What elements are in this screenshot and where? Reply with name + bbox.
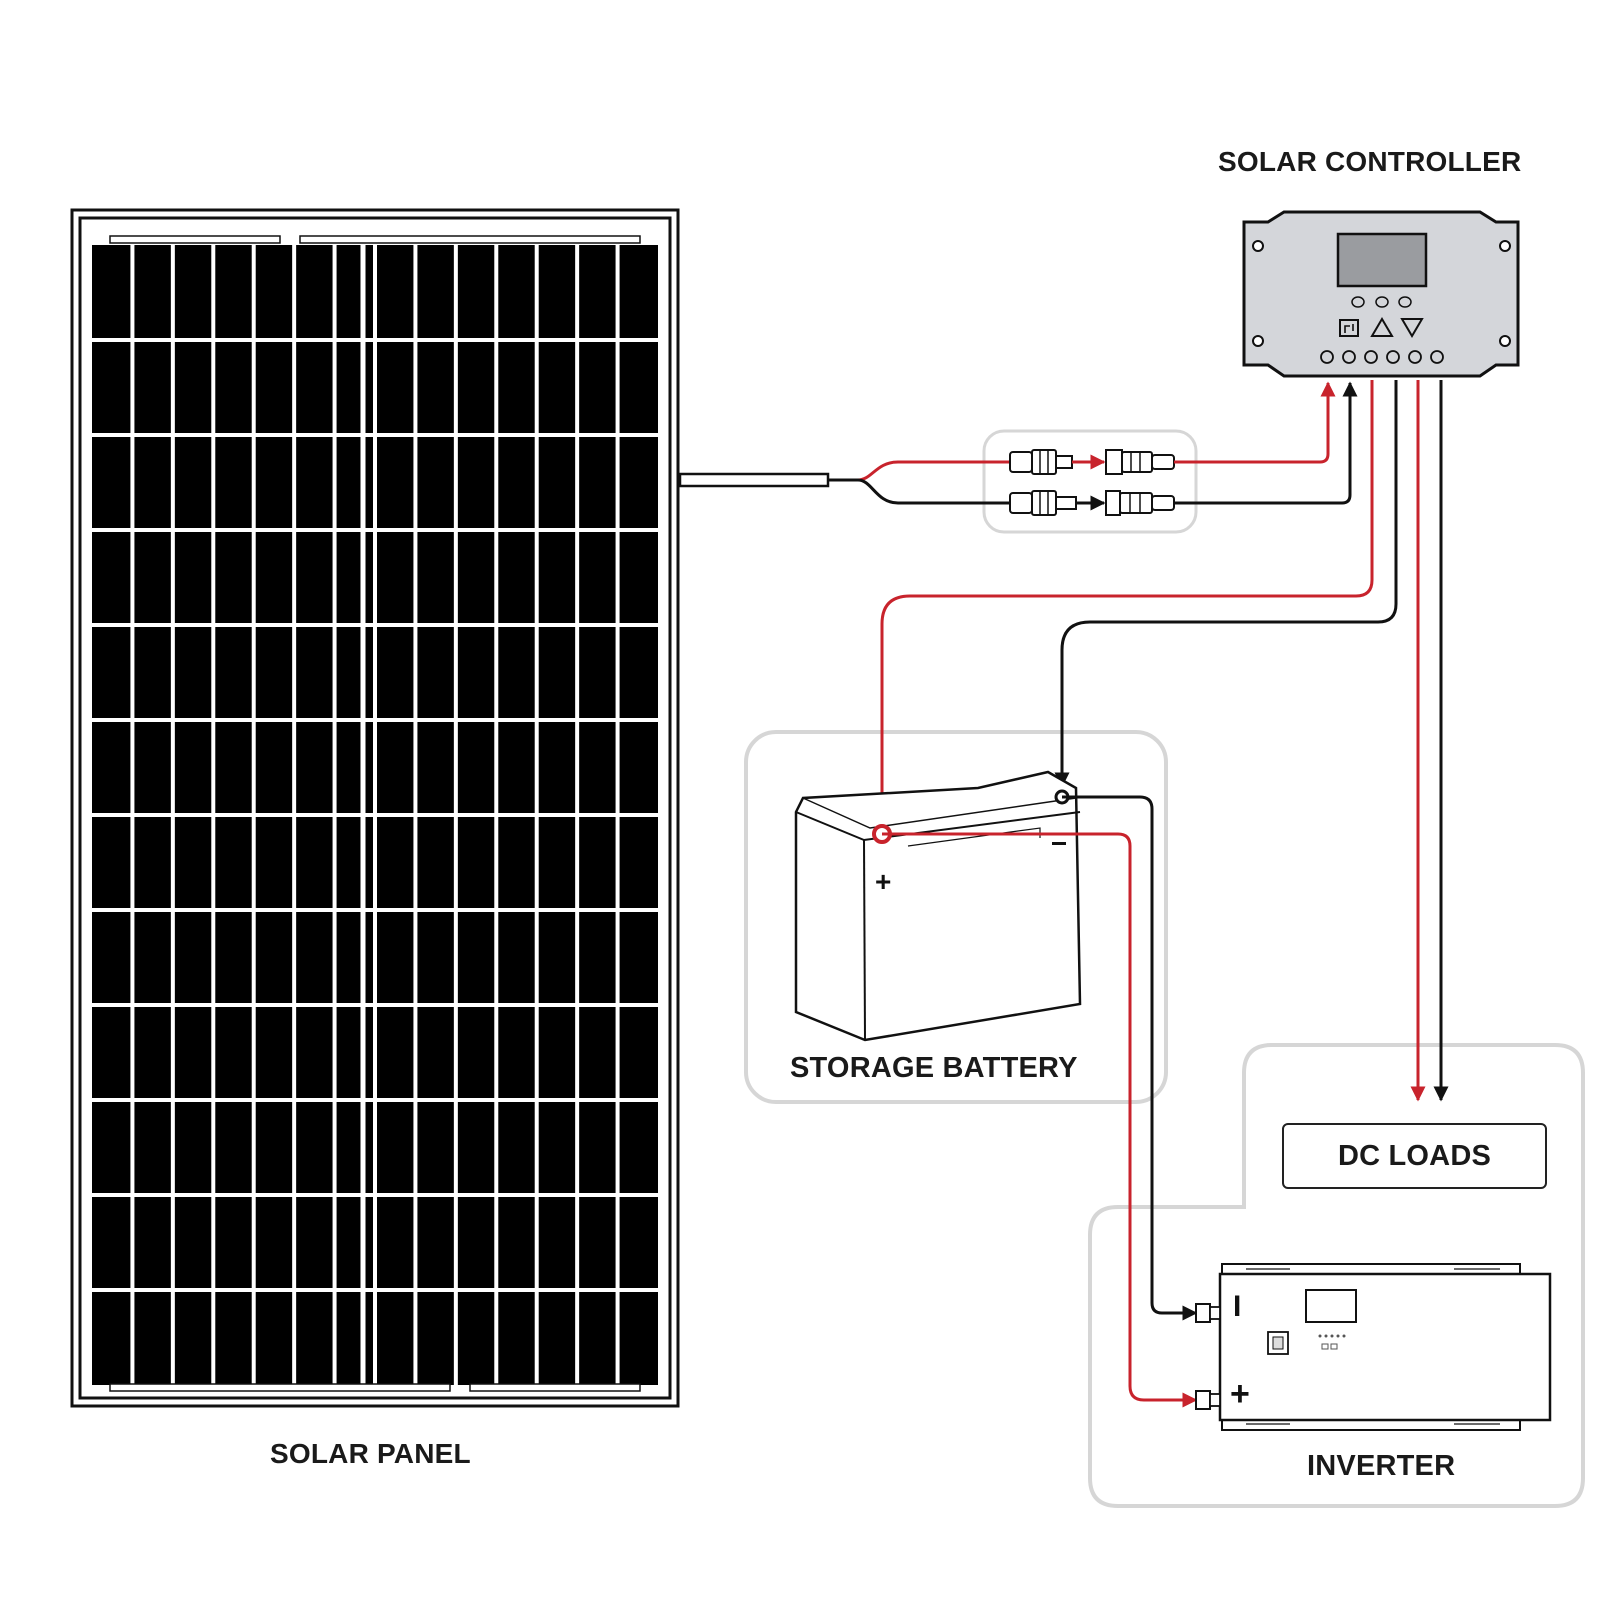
controller-screen [1336,232,1428,288]
wire-controller-to-battery-negative [1054,380,1398,788]
wire-pv-positive-to-controller [1174,381,1336,464]
solar-controller [1242,210,1520,378]
inverter-positive-socket [1195,1390,1211,1410]
inverter [1195,1263,1552,1431]
controller-down-icon [1400,318,1424,338]
panel-grid-lines [92,245,658,1385]
panel-output-cable [678,472,830,488]
loads-inverter-group-outline [1088,1043,1585,1508]
mc4-connector-positive-female [1105,449,1175,475]
battery-plus-sign: + [875,866,892,897]
wire-battery-to-inverter-negative [1062,795,1198,1321]
panel-top-bar-left [109,235,281,244]
wire-controller-to-battery-positive [874,380,1374,824]
connector-group-outline [982,429,1198,534]
solar-panel-label: SOLAR PANEL [270,1438,471,1469]
controller-terminals [1320,350,1444,364]
inverter-negative-socket [1195,1303,1211,1323]
mc4-connector-positive-male [1009,449,1073,475]
panel-split-black [828,478,1012,505]
controller-enter-icon [1339,319,1359,337]
battery-group-outline [744,730,1168,1104]
inverter-plus-sign: + [1230,1375,1250,1413]
solar-controller-label: SOLAR CONTROLLER [1218,146,1522,177]
dc-loads-box: DC LOADS [1282,1123,1547,1189]
inverter-indicator-lights [1318,1334,1346,1350]
inverter-display [1305,1289,1357,1323]
storage-battery [794,770,1082,1042]
controller-up-icon [1370,317,1394,337]
inverter-label: INVERTER [1307,1450,1456,1482]
solar-panel [70,208,680,1408]
battery-negative-tab [1052,842,1066,845]
mc4-connector-negative-female [1105,490,1175,516]
panel-bottom-bar-right [469,1383,641,1392]
wire-battery-to-inverter-positive [882,832,1198,1408]
storage-battery-label: STORAGE BATTERY [790,1052,1078,1084]
mc4-connector-negative-male [1009,490,1077,516]
inverter-minus-sign: I [1233,1290,1242,1323]
panel-bottom-bar-left [109,1383,451,1392]
dc-loads-label: DC LOADS [1337,1139,1492,1172]
wire-pv-negative-to-controller [1174,381,1358,505]
panel-top-bar-right [299,235,641,244]
